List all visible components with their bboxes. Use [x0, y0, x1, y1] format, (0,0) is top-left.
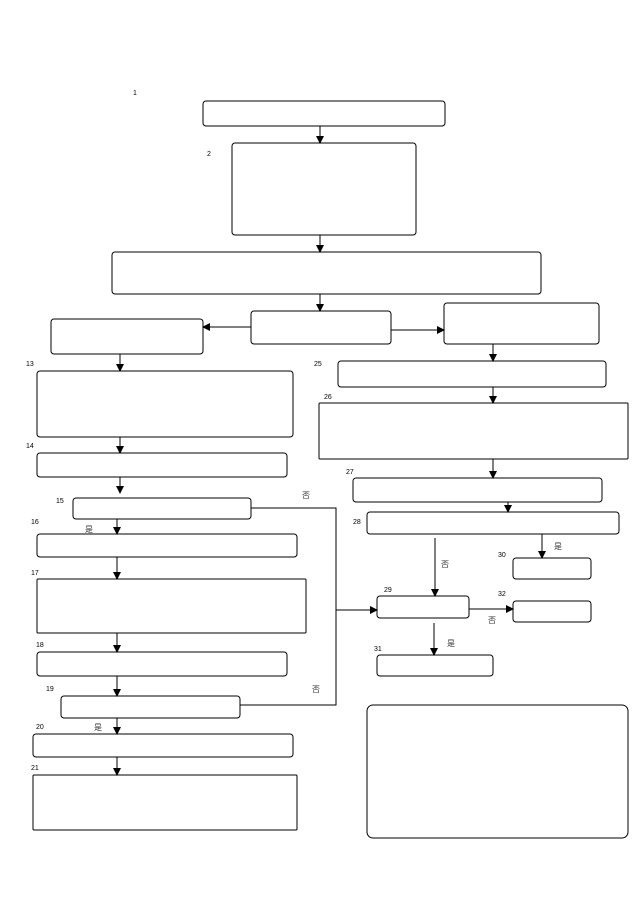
branch-label-no: 否 [441, 560, 449, 569]
step-number: 26 [324, 394, 332, 401]
branch-label-yes: 是 [94, 723, 102, 732]
step-21-box [32, 774, 298, 831]
step-number: 25 [314, 361, 322, 368]
step-number: 30 [498, 552, 506, 559]
step-26-box [318, 402, 629, 460]
branch-label-yes: 是 [554, 542, 562, 551]
branch-label-yes: 是 [447, 639, 455, 648]
step-20-box [32, 733, 294, 758]
step-number: 29 [384, 587, 392, 594]
step-number: 2 [207, 151, 211, 158]
step-1-box [202, 100, 446, 127]
branch-label-no: 否 [488, 616, 496, 625]
step-25-box [337, 360, 607, 388]
step-number: 18 [36, 642, 44, 649]
step-3-box [111, 251, 542, 295]
step-27-box [352, 477, 603, 503]
step-number: 17 [31, 570, 39, 577]
step-number: 1 [133, 90, 137, 97]
step-13-box [36, 370, 294, 438]
step-number: 16 [31, 519, 39, 526]
step-31-box [376, 654, 494, 677]
step-number: 19 [46, 686, 54, 693]
step-19-box [60, 695, 241, 719]
center-split-box [250, 310, 392, 345]
step-number: 13 [26, 361, 34, 368]
branch-label-no: 否 [312, 685, 320, 694]
step-number: 32 [498, 591, 506, 598]
step-14-box [36, 452, 288, 478]
branch-label-no: 否 [302, 491, 310, 500]
step-30-box [512, 557, 592, 580]
step-28-box [366, 511, 620, 535]
notes-box [366, 704, 629, 839]
step-32-box [512, 600, 592, 623]
step-number: 31 [374, 646, 382, 653]
step-number: 15 [56, 498, 64, 505]
right-branch-box [443, 302, 600, 345]
no-connector-15 [240, 507, 337, 706]
step-16-box [36, 533, 298, 558]
step-18-box [36, 651, 288, 677]
left-branch-box [50, 318, 204, 355]
step-number: 14 [26, 443, 34, 450]
step-2-box [231, 142, 417, 236]
step-number: 28 [353, 519, 361, 526]
step-15-box [72, 497, 252, 520]
branch-label-yes: 是 [85, 525, 93, 534]
step-number: 21 [31, 765, 39, 772]
step-number: 20 [36, 724, 44, 731]
step-number: 27 [346, 469, 354, 476]
step-17-box [36, 578, 307, 634]
step-29-box [376, 595, 470, 619]
